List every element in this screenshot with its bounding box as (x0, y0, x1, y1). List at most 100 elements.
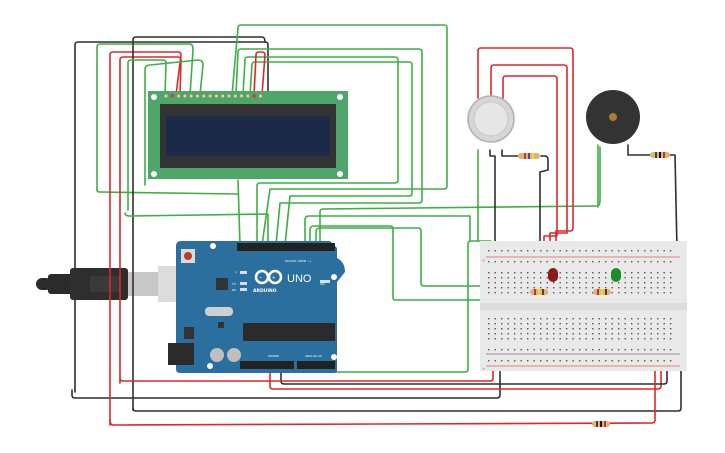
breadboard-hole[interactable] (546, 360, 548, 362)
breadboard-hole[interactable] (611, 318, 613, 320)
wire-black-gas-res-out[interactable] (539, 155, 549, 251)
wire-green-lcd-d4[interactable] (235, 48, 423, 246)
breadboard-hole[interactable] (644, 318, 646, 320)
wire-red-left-1[interactable] (109, 51, 182, 426)
breadboard-hole[interactable] (559, 287, 561, 289)
breadboard-hole[interactable] (618, 338, 620, 340)
breadboard-hole[interactable] (514, 323, 516, 325)
breadboard-hole[interactable] (579, 287, 581, 289)
breadboard-hole[interactable] (663, 287, 665, 289)
wire-green-lcd-3[interactable] (144, 59, 204, 186)
breadboard-hole[interactable] (533, 272, 535, 274)
breadboard-hole[interactable] (494, 250, 496, 252)
resistor-buzzer[interactable] (650, 152, 670, 158)
breadboard-hole[interactable] (488, 328, 490, 330)
breadboard-hole[interactable] (546, 277, 548, 279)
breadboard-hole[interactable] (585, 349, 587, 351)
breadboard-hole[interactable] (546, 287, 548, 289)
breadboard-hole[interactable] (657, 272, 659, 274)
breadboard-hole[interactable] (657, 277, 659, 279)
breadboard-hole[interactable] (585, 328, 587, 330)
breadboard-hole[interactable] (598, 250, 600, 252)
wire-green-d-right[interactable] (304, 215, 471, 246)
breadboard-hole[interactable] (520, 360, 522, 362)
wire-black-gas-gnd[interactable] (489, 149, 496, 251)
breadboard-hole[interactable] (514, 349, 516, 351)
breadboard-hole[interactable] (553, 261, 555, 263)
wire-red-gas-1[interactable] (477, 47, 574, 251)
breadboard-hole[interactable] (572, 282, 574, 284)
breadboard-hole[interactable] (670, 360, 672, 362)
breadboard-hole[interactable] (566, 328, 568, 330)
breadboard-hole[interactable] (553, 287, 555, 289)
breadboard-hole[interactable] (546, 333, 548, 335)
breadboard-hole[interactable] (644, 277, 646, 279)
breadboard-hole[interactable] (533, 282, 535, 284)
breadboard-hole[interactable] (631, 261, 633, 263)
breadboard-hole[interactable] (644, 292, 646, 294)
breadboard-hole[interactable] (637, 323, 639, 325)
breadboard-hole[interactable] (514, 272, 516, 274)
breadboard-hole[interactable] (592, 250, 594, 252)
breadboard-hole[interactable] (650, 318, 652, 320)
breadboard-hole[interactable] (501, 360, 503, 362)
breadboard-hole[interactable] (566, 261, 568, 263)
breadboard-hole[interactable] (663, 338, 665, 340)
breadboard-hole[interactable] (527, 272, 529, 274)
arduino-uno[interactable]: − + UNO ARDUINO DIGITAL (PWM ~) POWER AN… (168, 241, 345, 373)
breadboard-hole[interactable] (644, 338, 646, 340)
gas-sensor[interactable] (467, 95, 515, 143)
breadboard-hole[interactable] (559, 318, 561, 320)
breadboard-hole[interactable] (540, 338, 542, 340)
breadboard-hole[interactable] (657, 349, 659, 351)
breadboard-hole[interactable] (533, 333, 535, 335)
breadboard-hole[interactable] (605, 323, 607, 325)
breadboard-hole[interactable] (507, 287, 509, 289)
breadboard-hole[interactable] (598, 287, 600, 289)
breadboard-hole[interactable] (605, 333, 607, 335)
breadboard-hole[interactable] (546, 318, 548, 320)
breadboard-hole[interactable] (533, 277, 535, 279)
lcd-pin[interactable] (245, 93, 250, 98)
breadboard-hole[interactable] (663, 261, 665, 263)
breadboard-hole[interactable] (637, 349, 639, 351)
breadboard-hole[interactable] (566, 272, 568, 274)
wire-red-bottom-res[interactable] (109, 365, 656, 426)
breadboard-hole[interactable] (618, 250, 620, 252)
breadboard-hole[interactable] (670, 250, 672, 252)
breadboard-hole[interactable] (611, 261, 613, 263)
breadboard-hole[interactable] (533, 287, 535, 289)
breadboard-hole[interactable] (650, 250, 652, 252)
breadboard-hole[interactable] (553, 349, 555, 351)
breadboard-hole[interactable] (650, 349, 652, 351)
breadboard-hole[interactable] (488, 282, 490, 284)
breadboard-hole[interactable] (501, 318, 503, 320)
breadboard-hole[interactable] (559, 292, 561, 294)
breadboard-hole[interactable] (540, 318, 542, 320)
breadboard-hole[interactable] (553, 292, 555, 294)
breadboard-hole[interactable] (579, 261, 581, 263)
breadboard-hole[interactable] (663, 360, 665, 362)
breadboard-hole[interactable] (585, 318, 587, 320)
wire-red-left-2[interactable] (119, 56, 182, 384)
breadboard-hole[interactable] (540, 328, 542, 330)
breadboard-hole[interactable] (566, 333, 568, 335)
breadboard-hole[interactable] (488, 292, 490, 294)
breadboard-hole[interactable] (514, 287, 516, 289)
breadboard-hole[interactable] (572, 338, 574, 340)
breadboard-hole[interactable] (637, 360, 639, 362)
breadboard-hole[interactable] (624, 277, 626, 279)
lcd-pin[interactable] (195, 93, 200, 98)
breadboard-hole[interactable] (650, 277, 652, 279)
breadboard-hole[interactable] (637, 338, 639, 340)
breadboard-hole[interactable] (527, 338, 529, 340)
breadboard[interactable]: + + (480, 241, 687, 371)
breadboard-hole[interactable] (540, 323, 542, 325)
breadboard-hole[interactable] (501, 272, 503, 274)
lcd-pin[interactable] (189, 93, 194, 98)
wire-green-d-ext[interactable] (309, 225, 621, 301)
breadboard-hole[interactable] (566, 292, 568, 294)
breadboard-hole[interactable] (488, 323, 490, 325)
breadboard-hole[interactable] (553, 360, 555, 362)
green-led[interactable] (611, 268, 621, 282)
